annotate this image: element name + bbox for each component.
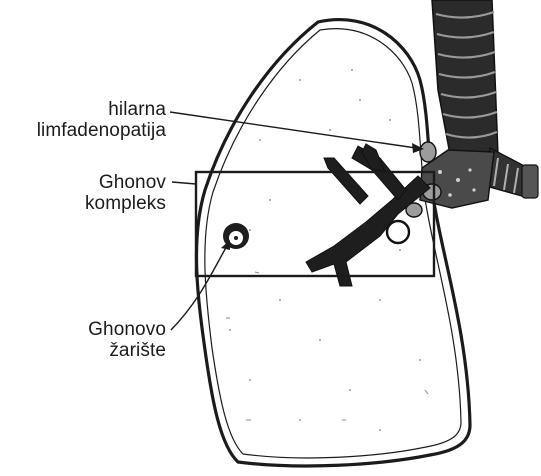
label-hilarna-line1: hilarna [37, 99, 166, 120]
label-ghonovo-zariste: Ghonovo žarište [88, 319, 166, 361]
label-zariste-line2: žarište [88, 340, 166, 361]
label-hilarna-line2: limfadenopatija [37, 120, 166, 141]
label-ghonov-kompleks: Ghonov kompleks [85, 172, 166, 214]
label-kompleks-line2: kompleks [85, 193, 166, 214]
label-hilarna-limfadenopatija: hilarna limfadenopatija [37, 99, 166, 141]
label-zariste-line1: Ghonovo [88, 319, 166, 340]
leader-kompleks [172, 182, 196, 184]
lymph-node-in-complex [387, 221, 409, 243]
trachea [432, 0, 498, 165]
label-kompleks-line1: Ghonov [85, 172, 166, 193]
